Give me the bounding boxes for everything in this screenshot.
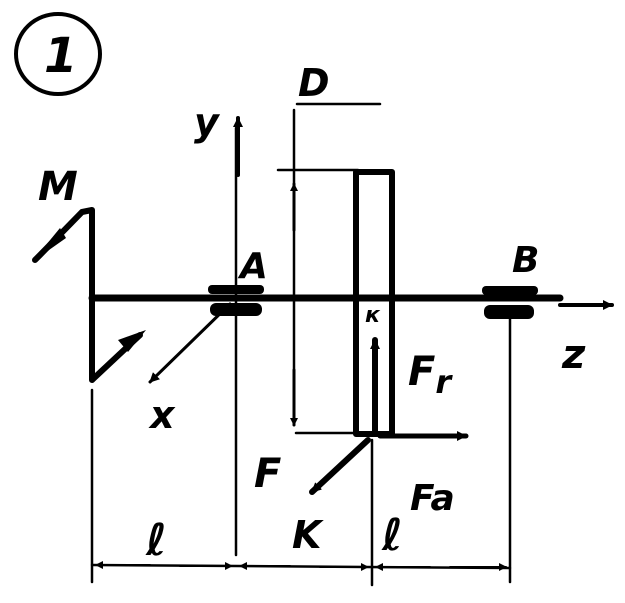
gear-d-dimension bbox=[276, 102, 382, 435]
figure-number-label: 1 bbox=[44, 28, 77, 84]
shaft bbox=[88, 294, 614, 310]
gear-d-label: D bbox=[298, 61, 330, 105]
bearing-b-label: B bbox=[512, 240, 539, 281]
force-fr-subscript: r bbox=[435, 363, 453, 401]
force-f-label: F bbox=[254, 451, 281, 497]
bearing-b bbox=[482, 286, 538, 319]
dimension-l2-label: ℓ bbox=[381, 510, 403, 561]
moment-arrow-icon bbox=[32, 228, 66, 262]
force-f-arrow bbox=[309, 437, 371, 495]
moment-label: M bbox=[38, 164, 78, 210]
y-axis bbox=[233, 116, 243, 557]
force-fr-label: Fr bbox=[408, 349, 453, 401]
dimension-l1-label: ℓ bbox=[145, 515, 167, 566]
dimension-line bbox=[90, 316, 512, 584]
x-axis-label: x bbox=[148, 393, 176, 437]
x-axis bbox=[148, 302, 232, 384]
lower-moment-arrow-icon bbox=[118, 330, 146, 352]
bearing-a-label: A bbox=[237, 246, 268, 287]
point-k-small-label: к bbox=[365, 303, 381, 328]
z-axis-label: z bbox=[561, 332, 586, 378]
figure-number: 1 bbox=[14, 12, 102, 96]
point-k-label: K bbox=[292, 513, 324, 557]
y-axis-label: y bbox=[194, 100, 221, 144]
crank-arm bbox=[32, 207, 146, 383]
force-fa-label: Fa bbox=[410, 478, 455, 519]
